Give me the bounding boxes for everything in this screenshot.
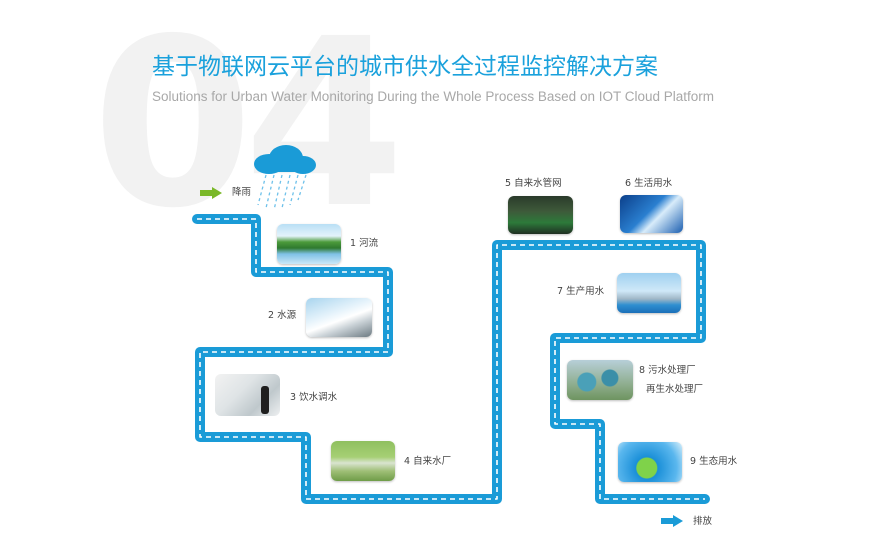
start-arrow-icon (200, 187, 222, 199)
river-image (277, 224, 341, 264)
step-2-label: 2 水源 (268, 310, 297, 321)
sewage-plant-image (567, 360, 633, 400)
background-number: 04 (92, 0, 405, 259)
domestic-water-image (620, 195, 683, 233)
production-water-image (617, 273, 681, 313)
step-8-label-2: 再生水处理厂 (646, 384, 704, 395)
end-arrow-icon (661, 515, 683, 527)
ecological-water-image (618, 442, 682, 482)
end-label: 排放 (693, 516, 713, 527)
step-3-label: 3 饮水调水 (290, 392, 338, 403)
pipe-network-image (508, 196, 573, 234)
start-label: 降雨 (232, 187, 252, 198)
step-9-label: 9 生态用水 (690, 456, 738, 467)
step-1-label: 1 河流 (350, 238, 379, 249)
page-subtitle: Solutions for Urban Water Monitoring Dur… (152, 89, 715, 104)
step-7-label: 7 生产用水 (557, 286, 605, 297)
step-5-label: 5 自来水管网 (505, 178, 562, 189)
water-transfer-image (215, 374, 280, 416)
pipe-waves (197, 218, 705, 500)
step-8-label: 8 污水处理厂 (639, 365, 696, 376)
waterworks-image (331, 441, 395, 481)
water-source-image (306, 298, 372, 337)
step-6-label: 6 生活用水 (625, 178, 673, 189)
step-4-label: 4 自来水厂 (404, 456, 452, 467)
page-title: 基于物联网云平台的城市供水全过程监控解决方案 (152, 54, 658, 80)
rain-cloud-icon (254, 145, 316, 211)
person-figure (261, 386, 269, 414)
